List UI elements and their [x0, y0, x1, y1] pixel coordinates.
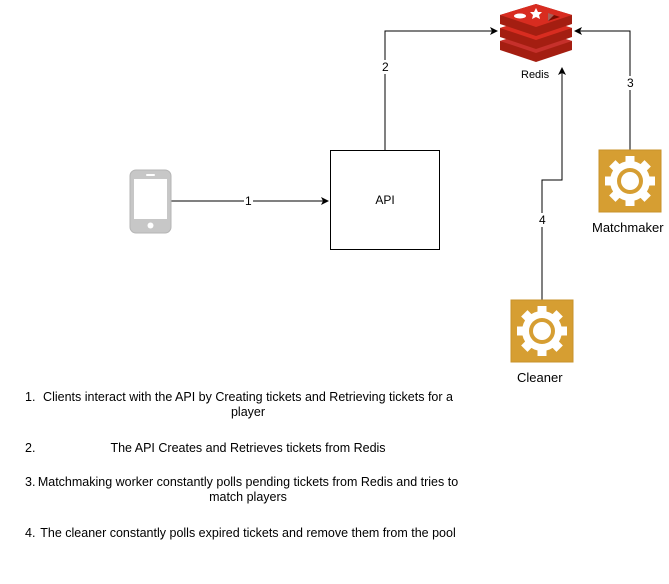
edge-api-to-redis: [384, 27, 498, 150]
gear-icon: [598, 149, 662, 213]
edge-label-3: 3: [626, 76, 635, 90]
edge-label-2: 2: [381, 60, 390, 74]
api-node: API: [330, 150, 440, 250]
edge-label-4: 4: [538, 213, 547, 227]
list-item-number: 1.: [25, 390, 36, 404]
redis-label: Redis: [521, 69, 550, 81]
cleaner-label: Cleaner: [517, 370, 563, 385]
list-item-number: 2.: [25, 441, 36, 455]
matchmaker-label: Matchmaker: [592, 220, 664, 235]
list-item-number: 4.: [25, 526, 36, 540]
list-item-text: The API Creates and Retrieves tickets fr…: [110, 441, 386, 455]
smartphone-icon: [129, 169, 172, 234]
edge-cleaner-to-redis: [541, 67, 566, 300]
list-item-text: The cleaner constantly polls expired tic…: [40, 526, 456, 540]
edge-matchmaker-to-redis: [574, 27, 631, 150]
list-item-text: Matchmaking worker constantly polls pend…: [37, 475, 459, 504]
redis-icon: [500, 4, 572, 62]
gear-icon: [510, 299, 574, 363]
api-label: API: [375, 193, 395, 207]
list-item-text: Clients interact with the API by Creatin…: [43, 390, 453, 419]
list-item-number: 3.: [25, 475, 36, 489]
edge-label-1: 1: [244, 194, 253, 208]
